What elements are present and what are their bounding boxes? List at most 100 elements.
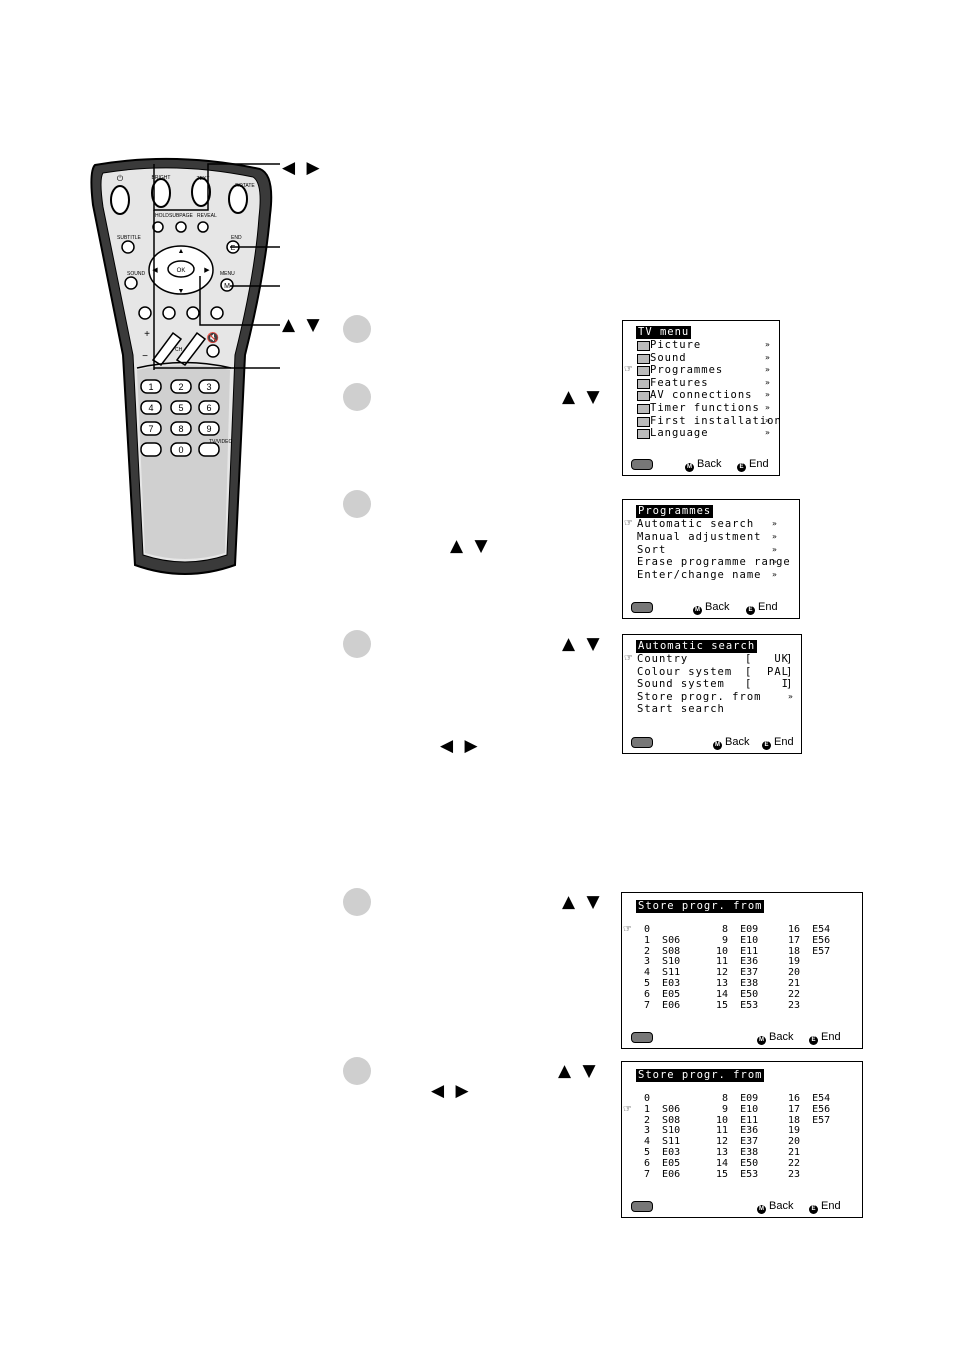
submenu-arrow-icon: » [765,390,771,400]
nav-buttons-icon [631,737,653,748]
subpage-button[interactable] [175,221,187,233]
menu-item-6: Timer functions [650,402,760,414]
svg-text:🔇: 🔇 [207,331,219,344]
program-entry: 8 E09 [716,1093,759,1104]
menu-button-icon: M [713,741,722,750]
program-entry: 9 E10 [716,1103,759,1115]
submenu-arrow-icon: » [772,544,778,554]
channel-rocker[interactable] [175,331,207,366]
menu-item-5: AV connections [650,389,753,402]
bracket-open: [ [745,678,753,691]
svg-text:REVEAL: REVEAL [197,213,217,219]
yellow-button[interactable] [186,306,200,320]
power-button[interactable]: ⏻ [110,174,130,215]
svg-text:8: 8 [178,424,183,434]
rotate-button[interactable]: ROTATE [228,183,255,214]
program-entry: 1 S06 [644,934,681,946]
reveal-button[interactable] [197,221,209,233]
screen-title: Programmes [636,505,714,518]
step-5-marker [343,888,371,916]
program-entry: 21 [788,978,801,989]
blue-button[interactable] [210,306,224,320]
digit-2-button[interactable]: 2 [170,379,192,394]
bright-button[interactable]: BRIGHT [151,175,171,208]
setting-label-2: Colour system [637,665,733,678]
digit-4-button[interactable]: 4 [140,400,162,415]
step-6-arrows-up-down: ▲ ▼ [558,1061,599,1081]
program-entry: 14 E50 [716,988,759,1000]
green-button[interactable] [162,306,176,320]
av-connections-icon [637,391,650,402]
digit-8-button[interactable]: 8 [170,421,192,436]
digit-6-button[interactable]: 6 [198,400,220,415]
svg-text:SUBPAGE: SUBPAGE [169,213,193,219]
digit-5-button[interactable]: 5 [170,400,192,415]
setting-value-3: I [781,678,789,691]
setting-label-3: Sound system [637,678,725,691]
program-entry: 2 S08 [644,945,681,957]
submenu-arrow-icon: » [788,691,794,701]
menu-button-icon: M [685,463,694,472]
pointer-hand-icon: ☞ [623,924,632,935]
hold-button[interactable] [152,221,164,233]
step-4-arrows-left-right: ◀ ▶ [440,736,481,756]
nav-pad[interactable]: OK ▲ ▼ ◀ ▶ [148,245,214,295]
program-entry: 16 E54 [788,924,831,935]
end-button-icon: E [762,741,771,750]
red-button[interactable] [138,306,152,320]
menu-item-1: Picture [650,339,702,351]
program-entry: 5 E03 [644,1147,681,1158]
menu-item-7: First installation [650,414,782,427]
program-entry: 22 [788,1157,801,1169]
menu-item-3: Sort [637,543,667,556]
program-entry: 14 E50 [716,1157,759,1169]
bracket-open: [ [745,665,753,678]
setting-label-1: Country [637,653,689,665]
setting-value-2: PAL [767,665,789,678]
svg-text:+: + [144,329,150,340]
svg-text:ROTATE: ROTATE [235,183,255,189]
digit-7-button[interactable]: 7 [140,421,162,436]
submenu-arrow-icon: » [765,352,771,362]
svg-text:SOUND: SOUND [127,271,145,277]
svg-text:1: 1 [148,382,153,392]
digit-1-button[interactable]: 1 [140,379,162,394]
program-entry: 23 [788,999,801,1011]
volume-rocker[interactable] [151,331,183,366]
clock-button[interactable] [140,442,162,457]
text-button[interactable]: TEXT [191,176,211,207]
menu-button[interactable] [220,278,234,292]
program-entry: 17 E56 [788,934,831,946]
subtitle-button[interactable] [121,240,135,254]
automatic-search-screen: Automatic search ☞ Country[UK]Colour sys… [622,634,802,754]
program-entry: 21 [788,1147,801,1158]
digit-3-button[interactable]: 3 [198,379,220,394]
program-entry: 3 S10 [644,1125,681,1137]
pointer-hand-icon: ☞ [624,518,633,529]
step-1-marker [343,315,371,343]
submenu-arrow-icon: » [765,415,771,425]
timer-icon [637,404,650,414]
program-entry: 11 E36 [716,956,759,968]
language-icon [637,429,650,440]
digit-9-button[interactable]: 9 [198,421,220,436]
svg-text:9: 9 [206,424,211,434]
digit-0-button[interactable]: 0 [170,442,192,457]
svg-text:3: 3 [206,382,211,392]
svg-text:7: 7 [148,424,153,434]
svg-text:2: 2 [178,382,183,392]
submenu-arrow-icon: » [765,377,771,387]
tv-video-button[interactable] [198,442,220,457]
end-button-icon: E [809,1205,818,1214]
svg-text:E: E [231,245,236,252]
sound-button[interactable] [124,276,138,290]
mute-button[interactable] [206,344,220,358]
step-2-arrows: ▲ ▼ [562,387,603,407]
nav-buttons-icon [631,1032,653,1043]
program-entry: 10 E11 [716,945,759,957]
